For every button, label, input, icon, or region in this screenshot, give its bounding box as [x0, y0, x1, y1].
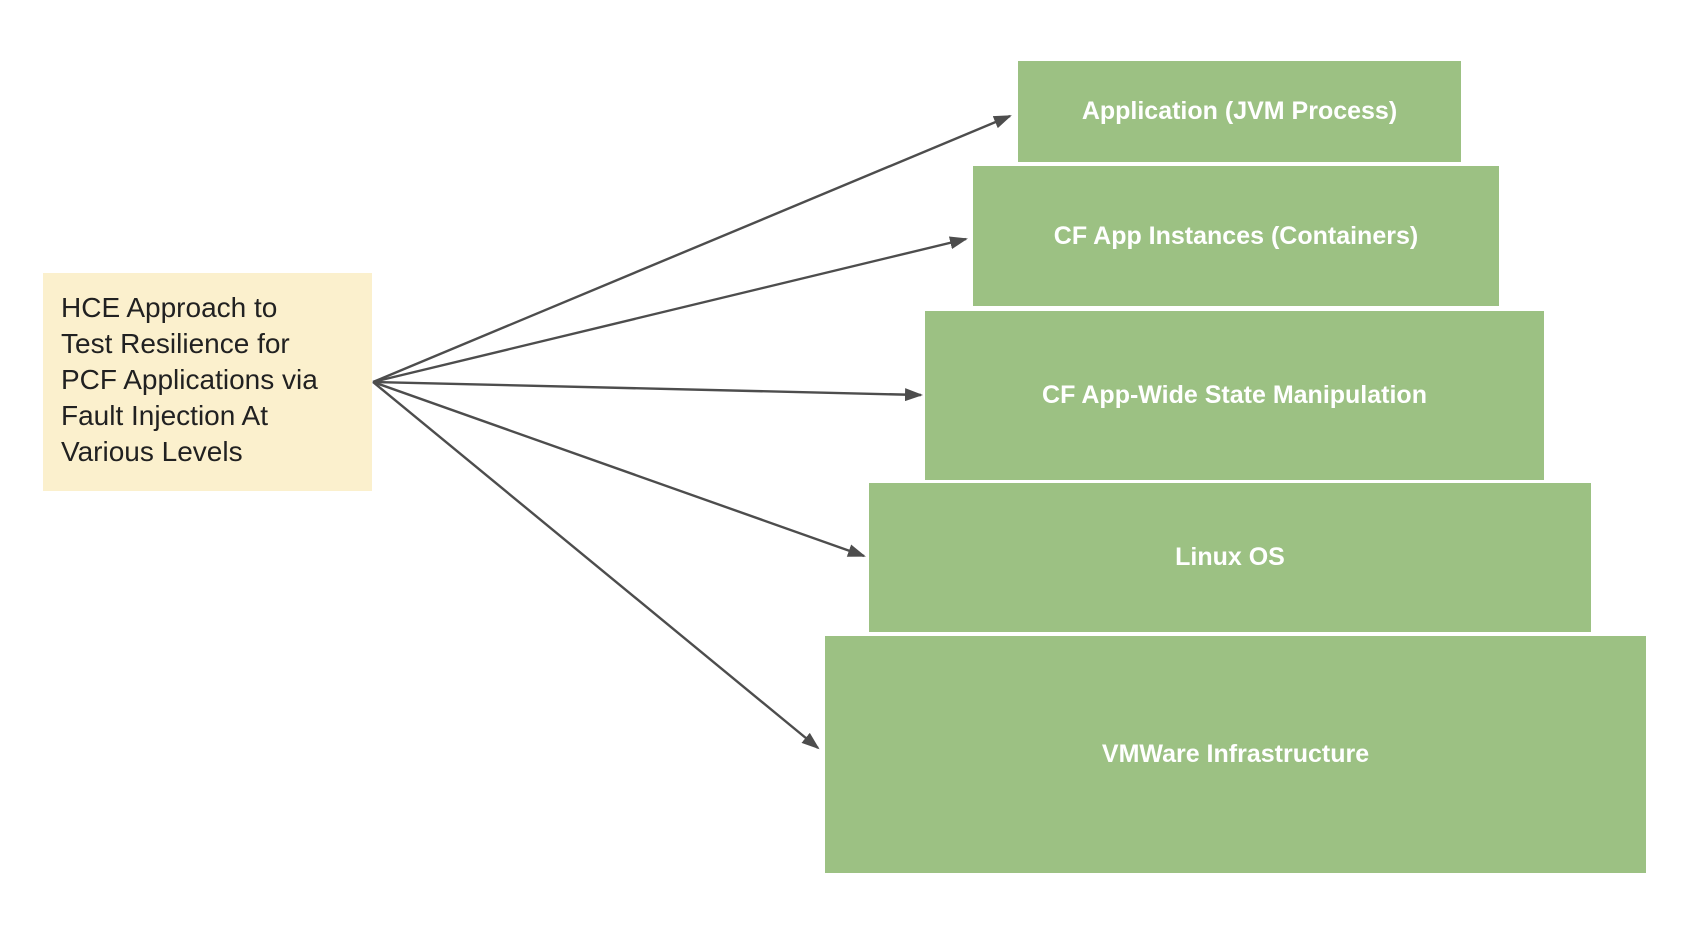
level-box-vmware-infrastructure: VMWare Infrastructure [825, 636, 1646, 873]
level-label: Linux OS [1175, 543, 1285, 571]
source-note-line: HCE Approach to [61, 292, 278, 323]
arrow-to-cf-app-wide-state [372, 380, 923, 402]
level-label: CF App Instances (Containers) [1053, 221, 1419, 250]
source-note-line: Test Resilience for [61, 328, 290, 359]
arrow-to-linux-os [372, 380, 866, 558]
level-box-application: Application (JVM Process) [1018, 61, 1461, 162]
level-box-cf-app-wide-state: CF App-Wide State Manipulation [925, 311, 1544, 480]
level-box-cf-app-instances: CF App Instances (Containers) [973, 166, 1499, 306]
level-label: CF App-Wide State Manipulation [1042, 381, 1427, 409]
arrow-to-application [372, 114, 1012, 384]
source-note-line: Fault Injection At [61, 400, 269, 431]
level-box-linux-os: Linux OS [869, 483, 1591, 632]
arrow-to-cf-app-instances [372, 236, 968, 384]
source-note-line: Various Levels [61, 436, 243, 467]
source-note-line: PCF Applications via [61, 364, 318, 395]
level-label: VMWare Infrastructure [1101, 740, 1370, 768]
arrow-to-vmware-infrastructure [372, 381, 820, 750]
level-label: Application (JVM Process) [1081, 97, 1398, 125]
source-note: HCE Approach to Test Resilience for PCF … [43, 273, 372, 491]
